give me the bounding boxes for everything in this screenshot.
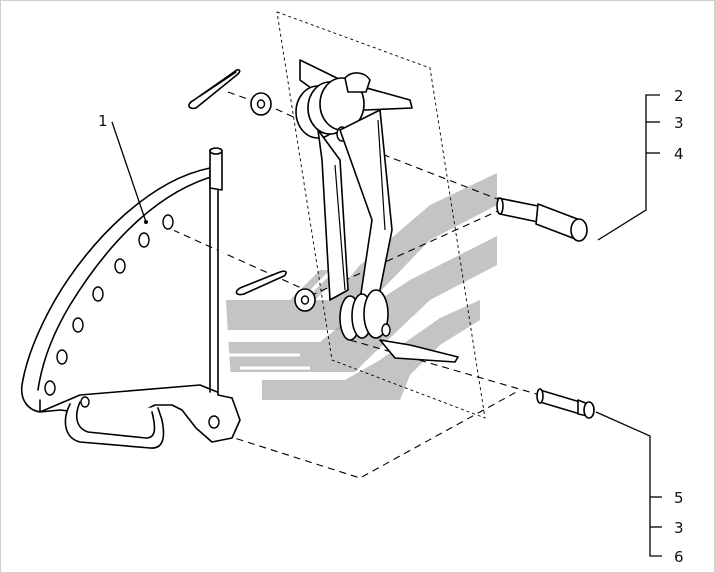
leader-dot-part-1	[144, 220, 148, 224]
callout-part-1: 1	[98, 112, 108, 130]
callout-3-top: 3	[674, 114, 684, 132]
watermark-logo	[222, 173, 497, 400]
callout-4: 4	[674, 145, 684, 163]
pin-upper	[496, 197, 588, 242]
callout-bracket-bottom	[595, 411, 662, 557]
callout-bracket-top	[597, 94, 660, 241]
hardware-top	[188, 69, 272, 116]
callout-5: 5	[674, 489, 684, 507]
leader-part-1	[111, 121, 147, 223]
pin-lower	[536, 388, 595, 419]
pivot-arm-assembly	[295, 59, 459, 363]
assembly-plane-outline	[276, 11, 486, 419]
callout-6: 6	[674, 548, 684, 566]
callout-2: 2	[674, 87, 684, 105]
quadrant-bracket	[20, 147, 241, 449]
hardware-middle	[235, 270, 316, 312]
callout-3-bottom: 3	[674, 519, 684, 537]
